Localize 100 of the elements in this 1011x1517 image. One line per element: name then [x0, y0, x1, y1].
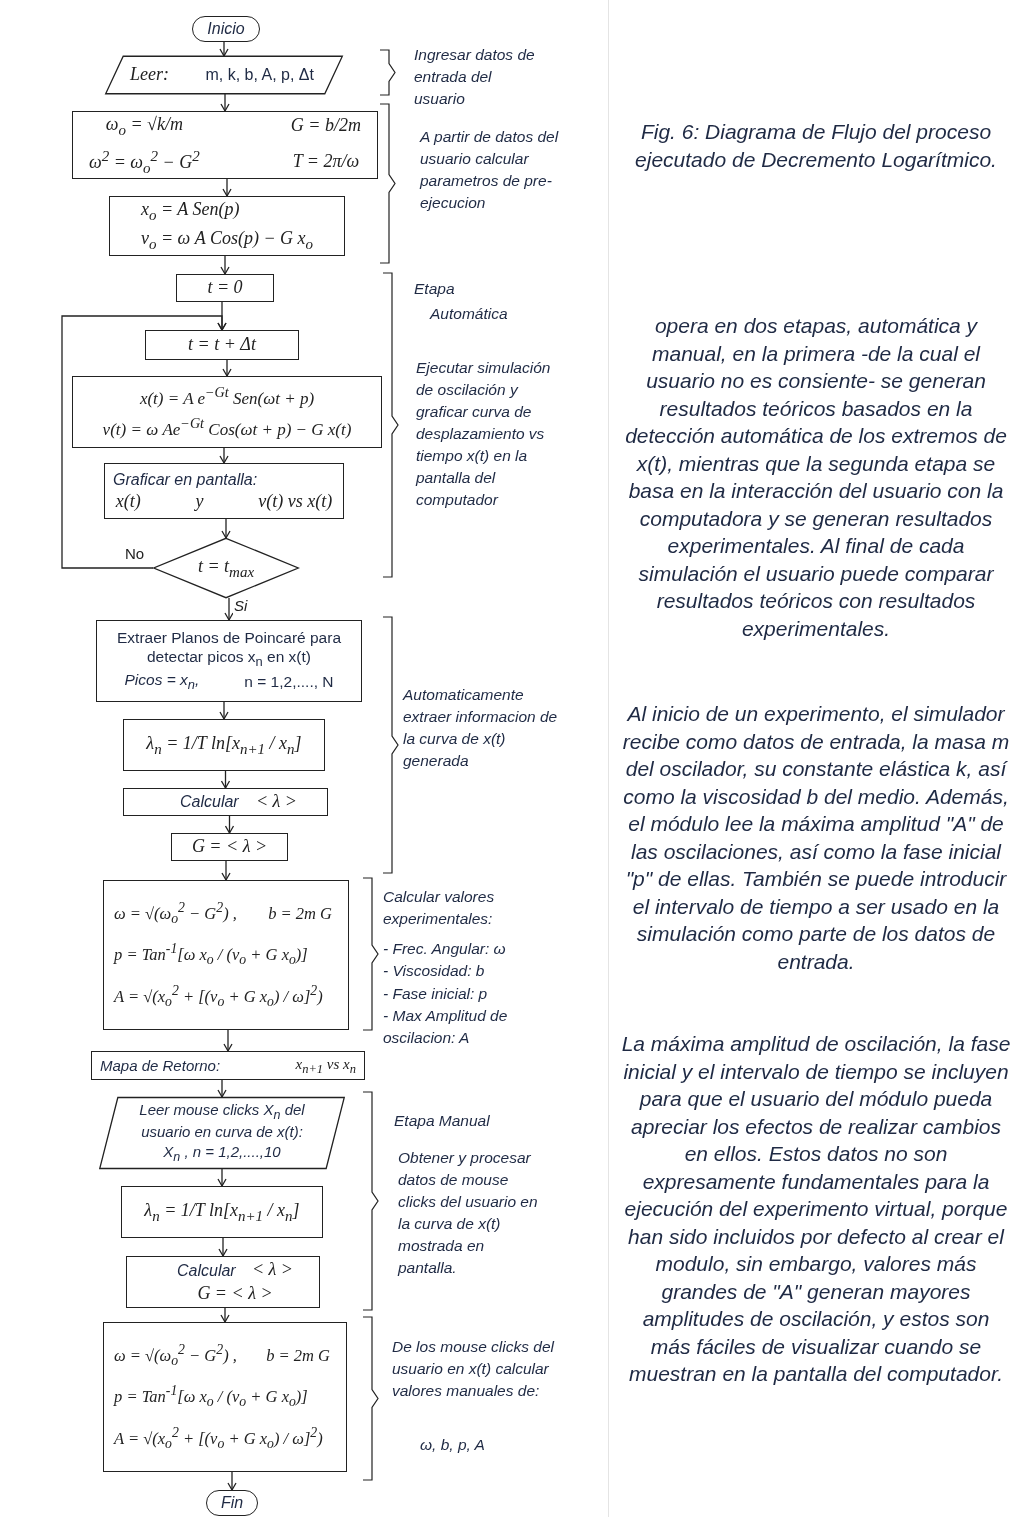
step-label: m, k, b, A, p, Δt	[205, 65, 314, 85]
annotation-text: - Fase inicial: p	[383, 984, 488, 1004]
annotation-text: Calcular valores experimentales:	[383, 887, 496, 929]
annotation-text: Ejecutar simulación de oscilación y graficar curva de desplazamiento vs tiempo x(t) en la pantalla del computador	[416, 358, 552, 510]
formula: x$_{o}$ = A Sen(p)	[140, 199, 240, 224]
annotation-text: Obtener y procesar datos de mouse clicks del usuario en la curva de x(t) mostrada en pantalla.	[398, 1148, 538, 1278]
flow-arrow	[219, 701, 229, 720]
annotation-text: Automática	[430, 304, 508, 324]
flow-arrow	[219, 41, 229, 57]
formula: Leer:	[130, 64, 169, 86]
description-paragraph: Al inicio de un experimento, el simulador recibe como datos de entrada, la masa m del oscilador, su constante elástica k, así como la viscosidad b del medio. Además, el módulo lee la máxima amplitud "A" de las oscilaciones, así como la fase inicial "p" de ellas. También se puede introducir el intervalo de tiempo a ser usado en la simulación como parte de los datos de entrada.	[621, 701, 1011, 975]
step-label: Calcular	[180, 792, 239, 812]
formula: ω = √(ω$_{o}$$^{2}$ − G$^{2}$) ,	[114, 900, 237, 928]
process-box	[91, 1051, 365, 1080]
description-paragraph: opera en dos etapas, automática y manual, en la primera -de la cual el usuario no es consiente- se generan resultados teóricos basados en la detección automática de los extremos de x(t), mientras que la segunda etapa se basa en la interacción del usuario con la computadora y se generan resultados experimentales. Al final de cada simulación el usuario puede comparar resultados teóricos con resultados experimentales.	[624, 313, 1008, 642]
flow-arrow	[220, 93, 230, 112]
formula: y	[195, 490, 204, 513]
process-box	[171, 833, 288, 861]
formula: ω = √(ω$_{o}$$^{2}$ − G$^{2}$) ,	[114, 1342, 237, 1370]
flow-arrow	[221, 860, 231, 881]
step-label: X$_{n}$ , n = 1,2,....,10	[163, 1143, 281, 1165]
annotation-text: A partir de datos del usuario calcular parametros de pre-ejecucion	[420, 127, 560, 213]
step-label: Graficar en pantalla:	[113, 469, 258, 489]
formula: v$_{o}$ = ω A Cos(p) − G x$_{o}$	[140, 228, 314, 253]
formula: T = 2π/ω	[292, 150, 360, 173]
flow-arrow	[218, 1237, 228, 1257]
annotation-text: - Frec. Angular: ω	[383, 939, 506, 959]
flow-arrow	[222, 178, 232, 197]
formula: b = 2m G	[266, 1345, 331, 1366]
flow-arrow	[217, 1079, 227, 1098]
formula: ω$_{o}$ = √k/m	[105, 113, 183, 139]
process-box	[121, 1186, 323, 1238]
formula: x(t)	[115, 490, 141, 513]
formula: t = t$_{max}$	[197, 555, 255, 581]
formula: G = < λ >	[197, 1283, 273, 1305]
formula: G = < λ >	[191, 836, 268, 858]
formula: G = b/2m	[290, 115, 361, 137]
annotation-text: Etapa	[414, 279, 455, 299]
formula: p = Tan$^{-1}$[ω x$_{o}$ / (v$_{o}$ + G x$_{o}$)]	[114, 1383, 308, 1411]
process-box	[72, 111, 378, 179]
edge-label: No	[124, 546, 146, 562]
annotation-text: De los mouse clicks del usuario en x(t) calcular valores manuales de:	[392, 1337, 556, 1401]
process-box	[126, 1256, 320, 1308]
formula: t = t + Δt	[188, 334, 256, 356]
input-parallelogram	[98, 1097, 346, 1169]
figure-caption: Fig. 6: Diagrama de Flujo del proceso ejecutado de Decremento Logarítmico.	[634, 119, 998, 173]
flow-arrow	[217, 1168, 227, 1187]
process-box	[104, 463, 344, 519]
flow-arrow	[224, 597, 234, 621]
flow-arrow	[224, 815, 235, 834]
flow-arrow	[220, 770, 231, 789]
step-label: Inicio	[207, 19, 245, 39]
process-box	[123, 788, 328, 816]
flow-arrow	[220, 255, 230, 275]
annotation-text: Ingresar datos de entrada del usuario	[414, 45, 536, 109]
process-box	[103, 880, 349, 1030]
process-box	[96, 620, 362, 702]
flow-arrow	[227, 1471, 237, 1491]
flow-arrow	[222, 359, 232, 377]
formula: v(t) vs x(t)	[258, 490, 333, 513]
flow-arrow	[61, 315, 227, 569]
flow-arrow	[221, 518, 231, 539]
process-box	[103, 1322, 347, 1472]
formula: ω$^{2}$ = ω$_{o}$$^{2}$ − G$^{2}$	[89, 146, 200, 177]
step-label: Leer mouse clicks X$_{n}$ del usuario en curva de x(t):	[138, 1101, 306, 1141]
step-label: Picos = x$_{n}$,	[124, 671, 200, 693]
edge-label: Si	[233, 598, 249, 614]
step-label: Extraer Planos de Poincaré para detectar picos x$_{n}$ en x(t)	[116, 629, 342, 670]
annotation-text: - Viscosidad: b	[383, 961, 485, 981]
formula: A = √(x$_{o}$$^{2}$ + [(v$_{o}$ + G x$_{o}$) / ω]$^{2}$)	[114, 982, 323, 1010]
step-label: n = 1,2,...., N	[244, 672, 334, 692]
process-box	[176, 274, 274, 302]
formula: p = Tan$^{-1}$[ω x$_{o}$ / (v$_{o}$ + G x$_{o}$)]	[114, 941, 308, 969]
flow-arrow	[220, 1307, 230, 1323]
annotation-text: - Max Amplitud de oscilacion: A	[383, 1006, 509, 1048]
formula: v(t) = ω Ae$^{−Gt}$ Cos(ωt + p) − G x(t)	[102, 415, 352, 441]
step-label: Calcular	[177, 1260, 236, 1280]
annotation-text: Etapa Manual	[394, 1111, 490, 1131]
annotation-text: Automaticamente extraer informacion de la curva de x(t) generada	[403, 685, 559, 771]
annotation-text: ω, b, p, A	[420, 1435, 485, 1455]
formula: x(t) = A e$^{−Gt}$ Sen(ωt + p)	[139, 383, 315, 409]
process-box	[123, 719, 325, 771]
step-label: Fin	[220, 1493, 244, 1513]
description-paragraph: La máxima amplitud de oscilación, la fase inicial y el intervalo de tiempo se incluyen para que el usuario del módulo pueda apreciar los efectos de realizar cambios en ellos. Estos datos no son expresamente fundamentales para la ejecución del experimento virtual, porque han sido incluidos por defecto al crear el modulo, sin embargo, valores más grandes de "A" generan mayores amplitudes de oscilación, y estos son más fáciles de visualizar cuando se muestran en la pantalla del computador.	[620, 1031, 1011, 1387]
input-parallelogram	[104, 56, 344, 94]
decision-diamond	[153, 538, 299, 598]
formula: x$_{n+1}$ vs x$_{n}$	[295, 1054, 356, 1077]
process-box	[109, 196, 345, 256]
formula: t = 0	[207, 277, 243, 299]
step-label: Mapa de Retorno:	[100, 1056, 221, 1075]
formula: < λ >	[255, 791, 297, 813]
process-box	[145, 330, 299, 360]
formula: < λ >	[251, 1259, 293, 1281]
formula: λ$_{n}$ = 1/T ln[x$_{n+1}$ / x$_{n}$]	[146, 732, 302, 758]
formula: A = √(x$_{o}$$^{2}$ + [(v$_{o}$ + G x$_{o}$) / ω]$^{2}$)	[114, 1424, 323, 1452]
formula: λ$_{n}$ = 1/T ln[x$_{n+1}$ / x$_{n}$]	[144, 1199, 300, 1225]
process-box	[72, 376, 382, 448]
flow-arrow	[219, 447, 229, 464]
flow-arrow	[223, 1029, 233, 1052]
formula: b = 2m G	[268, 903, 333, 924]
